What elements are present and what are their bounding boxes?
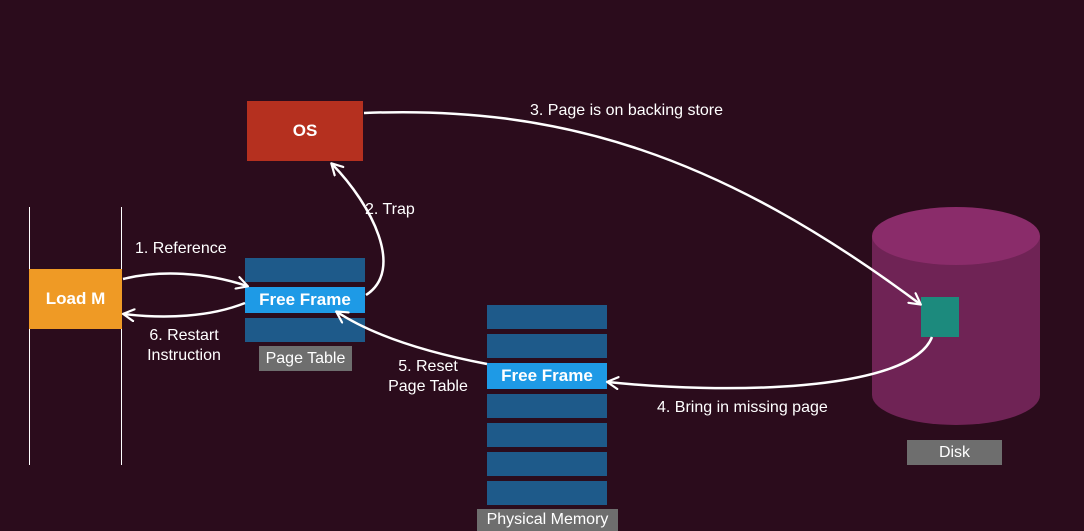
load-instruction-box: Load M bbox=[29, 269, 122, 329]
memory-frame bbox=[487, 394, 607, 418]
physical-memory-caption: Physical Memory bbox=[477, 509, 618, 531]
step-reference-label: 1. Reference bbox=[135, 240, 227, 257]
memory-frame bbox=[487, 423, 607, 447]
backing-store-arrow bbox=[363, 110, 920, 304]
bring-in-arrow bbox=[608, 336, 934, 388]
page-table-entry bbox=[245, 258, 365, 282]
step-bring-in-label: 4. Bring in missing page bbox=[657, 399, 828, 416]
page-table-caption: Page Table bbox=[259, 346, 352, 371]
reset-page-table-arrow bbox=[337, 312, 488, 366]
program-left-line bbox=[29, 207, 30, 465]
step-reset-label: 5. Reset Page Table bbox=[388, 358, 468, 395]
memory-frame bbox=[487, 452, 607, 476]
memory-frame bbox=[487, 305, 607, 329]
reference-arrow bbox=[122, 272, 247, 286]
page-table-free-frame: Free Frame bbox=[245, 287, 365, 313]
os-label: OS bbox=[292, 121, 318, 140]
missing-page-block bbox=[921, 297, 959, 337]
memory-free-frame: Free Frame bbox=[487, 363, 607, 389]
memory-frame bbox=[487, 334, 607, 358]
memory-free-frame-label: Free Frame bbox=[501, 366, 593, 385]
disk-cylinder bbox=[872, 207, 1040, 425]
memory-frame bbox=[487, 481, 607, 505]
step-trap-label: 2. Trap bbox=[365, 201, 415, 218]
trap-arrow bbox=[332, 164, 385, 297]
restart-arrow bbox=[124, 301, 246, 316]
os-box: OS bbox=[247, 101, 363, 161]
load-instruction-label: Load M bbox=[45, 289, 106, 308]
page-table-free-frame-label: Free Frame bbox=[259, 290, 351, 309]
step-restart-label: 6. Restart Instruction bbox=[147, 327, 221, 364]
disk-caption: Disk bbox=[907, 440, 1002, 465]
program-right-line bbox=[121, 207, 122, 465]
step-backing-store-label: 3. Page is on backing store bbox=[530, 102, 724, 119]
